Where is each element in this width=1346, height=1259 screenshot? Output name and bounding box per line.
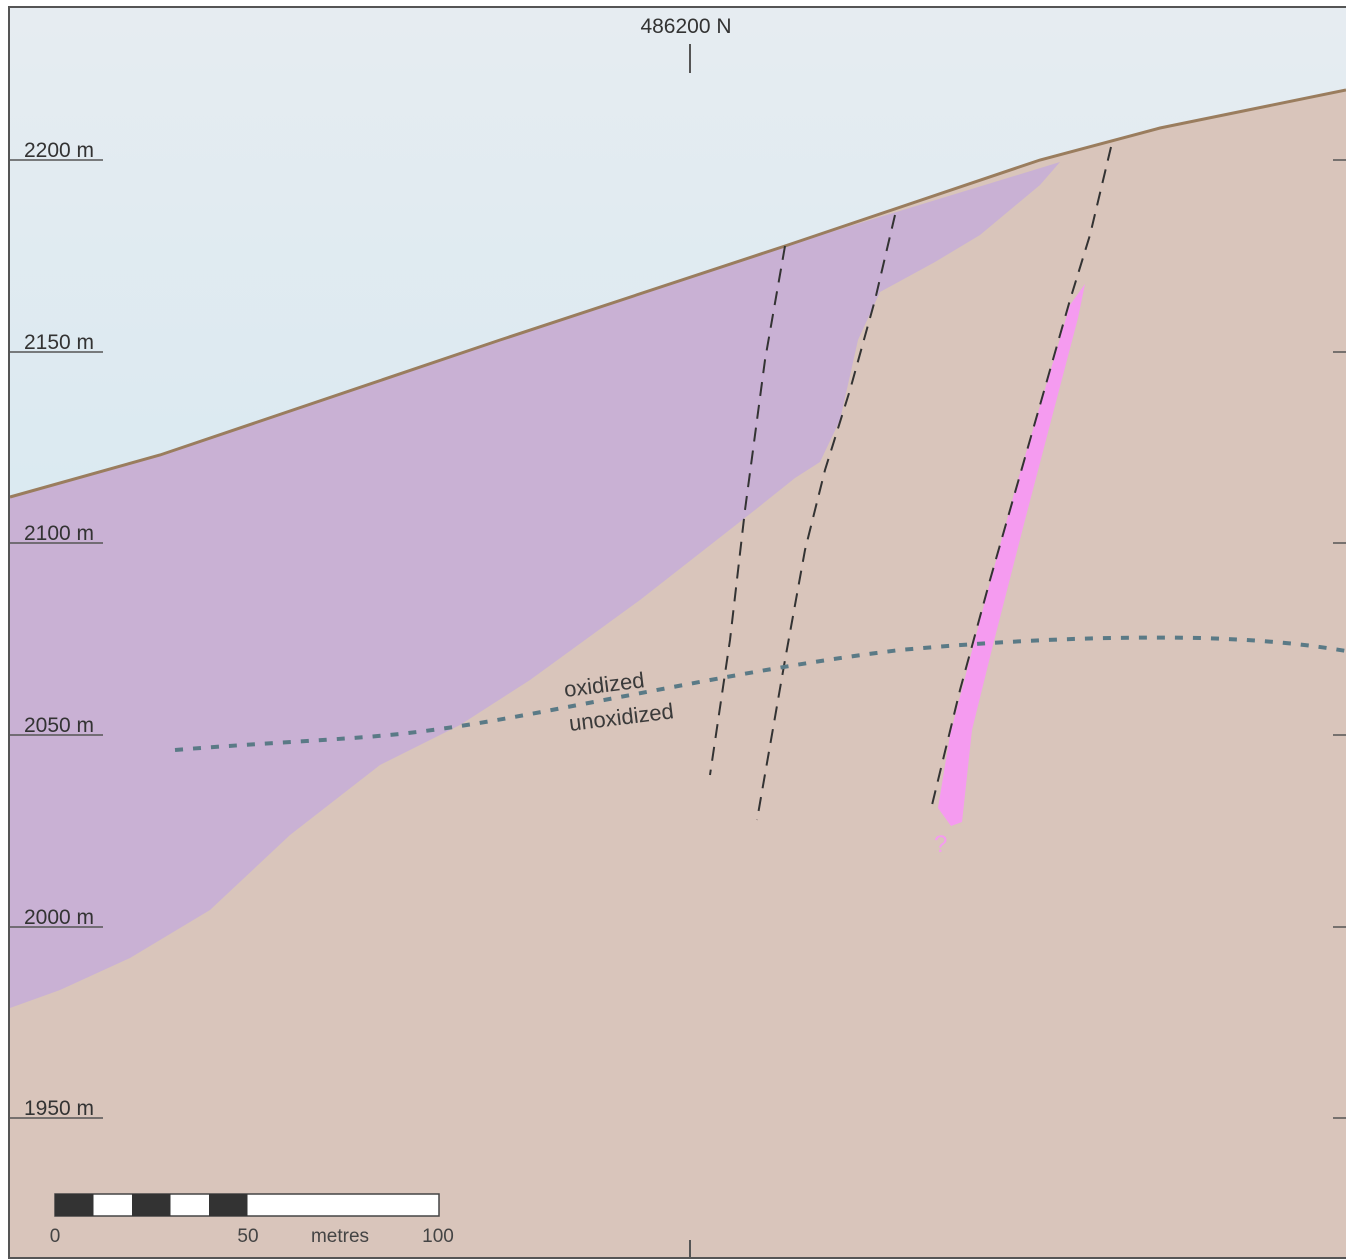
uncertain-question-mark: ? bbox=[934, 831, 947, 858]
scale-bar-segment bbox=[55, 1194, 94, 1216]
elevation-label: 1950 m bbox=[24, 1097, 94, 1120]
scale-tick-label: 0 bbox=[50, 1226, 61, 1247]
section-frame bbox=[8, 6, 1346, 1259]
right-elevation-ticks bbox=[1333, 159, 1346, 1119]
elevation-label: 2000 m bbox=[24, 906, 94, 929]
fault-line bbox=[931, 146, 1112, 806]
fault-line bbox=[709, 245, 786, 776]
purple-rock-unit bbox=[10, 162, 1060, 1008]
scale-tick-label: 50 bbox=[237, 1226, 258, 1247]
bedrock-unit bbox=[10, 90, 1346, 1258]
redox-boundary-line bbox=[174, 635, 1346, 752]
scale-bar: 0 50 metres 100 bbox=[50, 1193, 454, 1247]
pink-vein bbox=[938, 284, 1085, 826]
scale-bar-segment bbox=[132, 1194, 171, 1216]
elevation-label: 2200 m bbox=[24, 139, 94, 162]
scale-bar-segment bbox=[209, 1194, 248, 1216]
elevation-scale: 2200 m 2150 m 2100 m 2050 m 2000 m 1950 … bbox=[10, 139, 103, 1120]
fault-line bbox=[756, 214, 896, 821]
northing-label: 486200 N bbox=[640, 15, 731, 38]
elevation-label: 2050 m bbox=[24, 714, 94, 737]
elevation-label: 2150 m bbox=[24, 331, 94, 354]
elevation-label: 2100 m bbox=[24, 522, 94, 545]
scale-tick-label: 100 bbox=[422, 1226, 454, 1247]
scale-unit-label: metres bbox=[311, 1226, 369, 1247]
